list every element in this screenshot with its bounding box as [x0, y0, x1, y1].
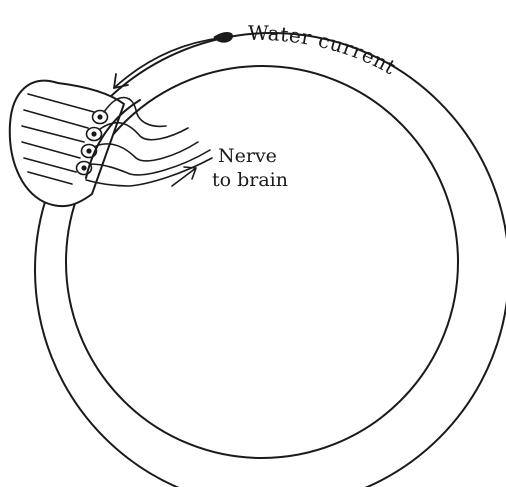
water-current-label: Water current: [248, 21, 400, 80]
nerve-label-line2: to brain: [212, 169, 288, 191]
nerve-label-line1: Nerve: [218, 145, 277, 167]
nerve-arrow-icon: [172, 167, 196, 186]
